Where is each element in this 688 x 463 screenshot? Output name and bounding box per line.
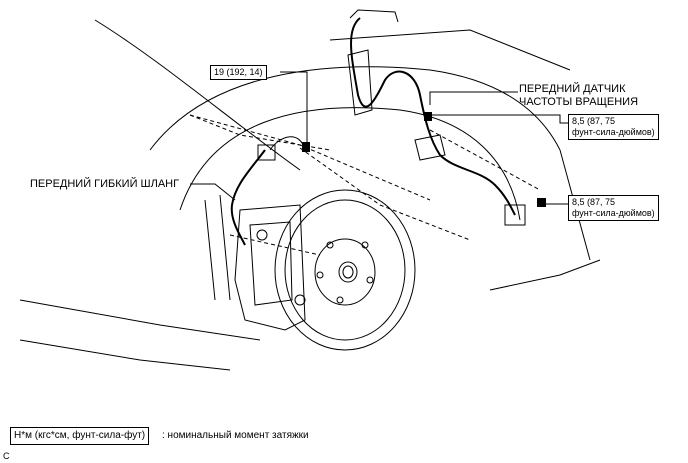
leader-hose [190, 183, 236, 201]
legend-description: : номинальный момент затяжки [162, 430, 309, 441]
sensor-harness [350, 17, 516, 216]
torque-right-b-line2: фунт-сила-дюймов) [572, 208, 655, 218]
torque-callout-right-a: 8,5 (87, 75 фунт-сила-дюймов) [568, 114, 659, 140]
hub [314, 238, 376, 306]
bolt-right [537, 198, 546, 207]
strut-line-2 [219, 194, 231, 301]
sensor-bracket [414, 134, 446, 161]
legend-unit-box: Н*м (кгс*см, фунт-сила-фут) [10, 427, 150, 445]
lower-body-2 [19, 339, 231, 371]
torque-top-text: 19 (192, 14) [214, 67, 263, 77]
leader-torque-top [280, 71, 308, 142]
caliper-bolt-2 [256, 229, 268, 241]
hub-cap [342, 265, 354, 279]
dash-line-1 [189, 114, 431, 201]
bolt-top [302, 142, 310, 152]
figure-id: C [3, 451, 10, 461]
dash-line-5 [229, 234, 321, 256]
fender-arch [149, 66, 561, 151]
speed-sensor-line1: ПЕРЕДНИЙ ДАТЧИК [519, 83, 626, 95]
torque-right-a-line2: фунт-сила-дюймов) [572, 127, 655, 137]
rocker-right [489, 259, 601, 291]
flexible-hose-label: ПЕРЕДНИЙ ГИБКИЙ ШЛАНГ [30, 178, 180, 190]
bolt-sensor [424, 112, 432, 121]
dash-line-3 [299, 147, 471, 241]
torque-callout-top: 19 (192, 14) [210, 65, 267, 80]
lug-3 [366, 276, 374, 284]
sensor-connector [347, 49, 373, 116]
caliper-bolt [294, 294, 306, 306]
brake-disc-outer [274, 189, 416, 351]
caliper-detail [249, 221, 293, 306]
speed-sensor-label: ПЕРЕДНИЙ ДАТЧИК ЧАСТОТЫ ВРАЩЕНИЯ [519, 83, 638, 109]
leader-sensor [429, 91, 518, 105]
leader-torque-right-a [430, 114, 568, 124]
lug-2 [361, 241, 369, 249]
torque-right-a-line1: 8,5 (87, 75 [572, 116, 616, 126]
dash-line-2 [189, 114, 331, 151]
speed-sensor-line2: ЧАСТОТЫ ВРАЩЕНИЯ [519, 96, 639, 108]
torque-right-b-line1: 8,5 (87, 75 [572, 197, 616, 207]
brake-caliper [234, 204, 306, 331]
flexible-hose-bracket [257, 144, 276, 161]
brake-disc-inner [284, 199, 406, 341]
inner-wheel-well [179, 107, 521, 221]
sensor-head [504, 204, 526, 226]
body-line [329, 29, 571, 71]
strut-line [204, 199, 216, 301]
harness-top [349, 9, 399, 23]
fender-outline [94, 19, 301, 171]
torque-callout-right-b: 8,5 (87, 75 фунт-сила-дюймов) [568, 195, 659, 221]
lug-1 [326, 241, 334, 249]
hub-center [338, 261, 358, 283]
lug-5 [316, 271, 324, 279]
lower-body [19, 299, 261, 341]
lug-4 [336, 296, 344, 304]
flexible-hose [230, 149, 266, 246]
